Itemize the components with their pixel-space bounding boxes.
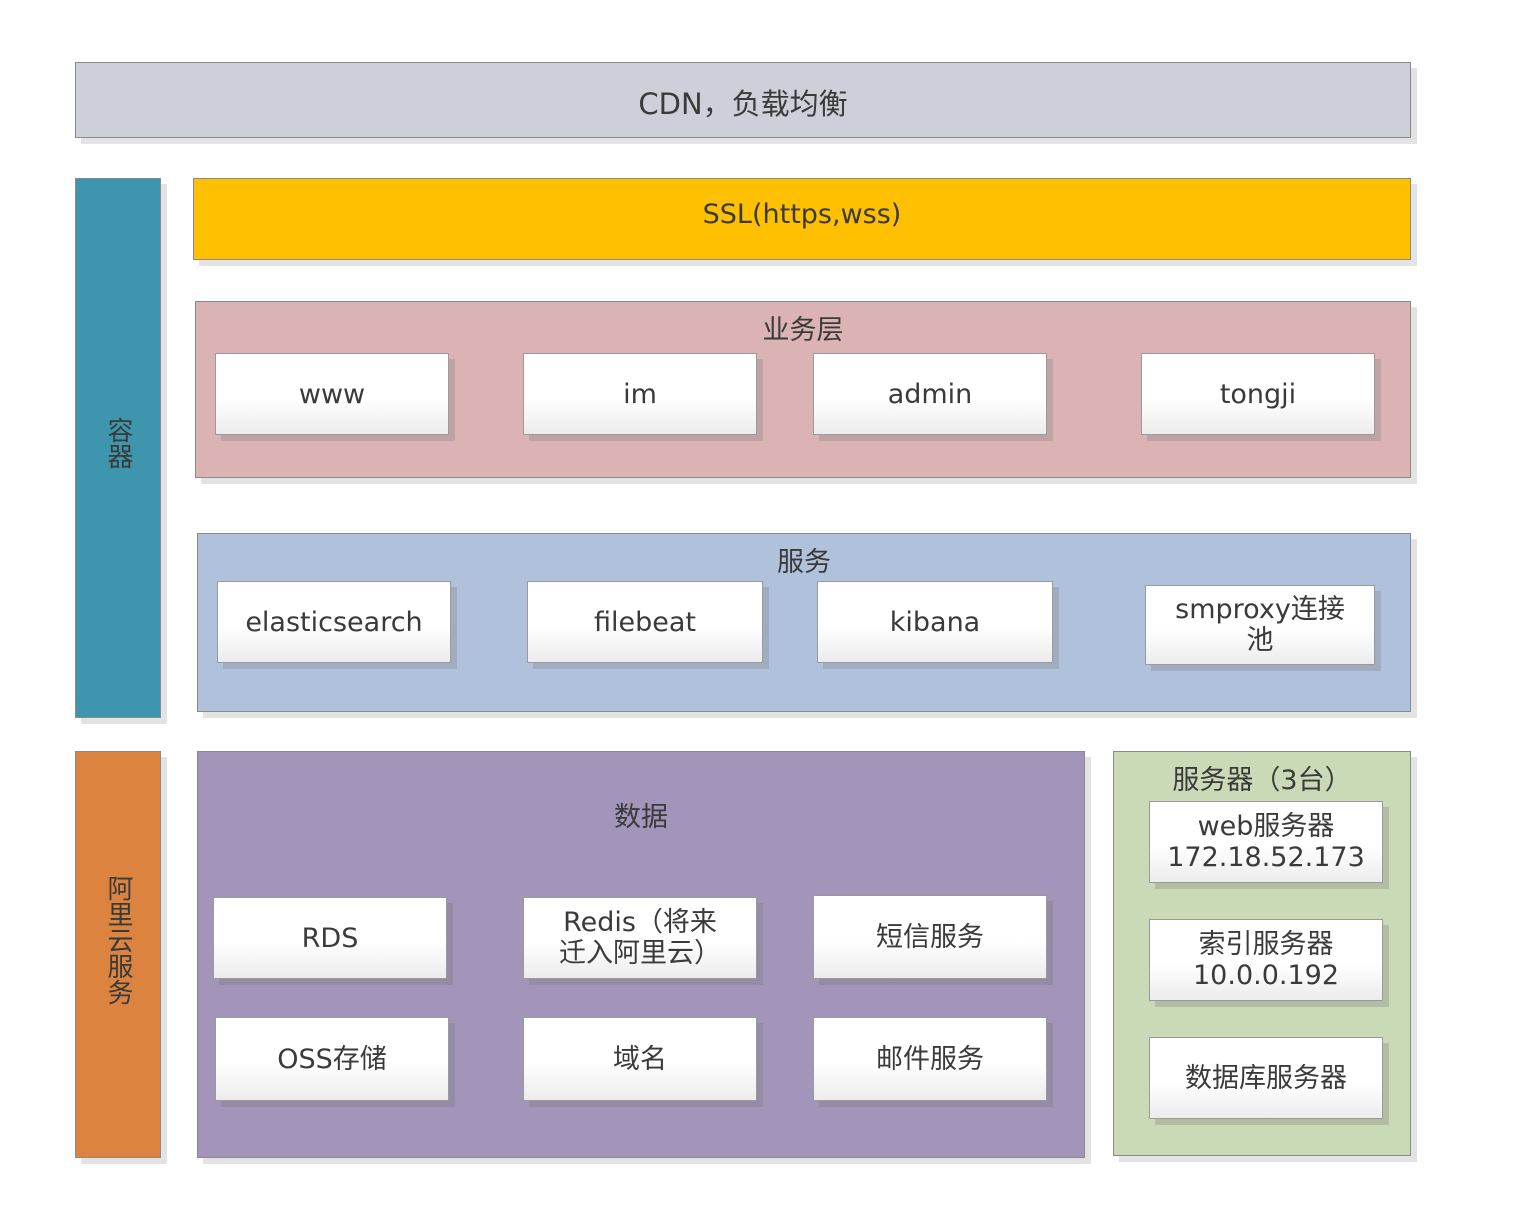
server-item-index: 索引服务器 10.0.0.192 xyxy=(1149,919,1383,1001)
data-item-oss-storage: OSS存储 xyxy=(215,1017,449,1101)
cdn-label: CDN，负载均衡 xyxy=(638,87,848,121)
service-item-kibana: kibana xyxy=(817,581,1053,663)
data-item-redis: Redis（将来 迁入阿里云） xyxy=(523,897,757,979)
service-item-elasticsearch: elasticsearch xyxy=(217,581,451,663)
server-item-database: 数据库服务器 xyxy=(1149,1037,1383,1119)
service-item-filebeat: filebeat xyxy=(527,581,763,663)
container-layer: 容器 xyxy=(75,178,161,718)
business-item-admin: admin xyxy=(813,353,1047,435)
services-layer-title: 服务 xyxy=(777,547,831,578)
aliyun-services-layer: 阿里云服务 xyxy=(75,751,161,1158)
data-item-sms-service: 短信服务 xyxy=(813,895,1047,979)
business-layer-title: 业务层 xyxy=(762,315,844,346)
data-item-domain: 域名 xyxy=(523,1017,757,1101)
servers-layer-title: 服务器（3台） xyxy=(1172,765,1352,796)
business-item-tongji: tongji xyxy=(1141,353,1375,435)
service-item-smproxy: smproxy连接 池 xyxy=(1145,585,1375,665)
ssl-label: SSL(https,wss) xyxy=(702,199,902,230)
container-label: 容器 xyxy=(103,417,133,469)
data-item-mail-service: 邮件服务 xyxy=(813,1017,1047,1101)
aliyun-label: 阿里云服务 xyxy=(103,875,133,1005)
data-item-rds: RDS xyxy=(213,897,447,979)
data-layer-title: 数据 xyxy=(614,802,668,833)
cdn-load-balancer-layer: CDN，负载均衡 xyxy=(75,62,1411,138)
business-item-im: im xyxy=(523,353,757,435)
business-item-www: www xyxy=(215,353,449,435)
ssl-layer: SSL(https,wss) xyxy=(193,178,1411,260)
server-item-web: web服务器 172.18.52.173 xyxy=(1149,801,1383,883)
